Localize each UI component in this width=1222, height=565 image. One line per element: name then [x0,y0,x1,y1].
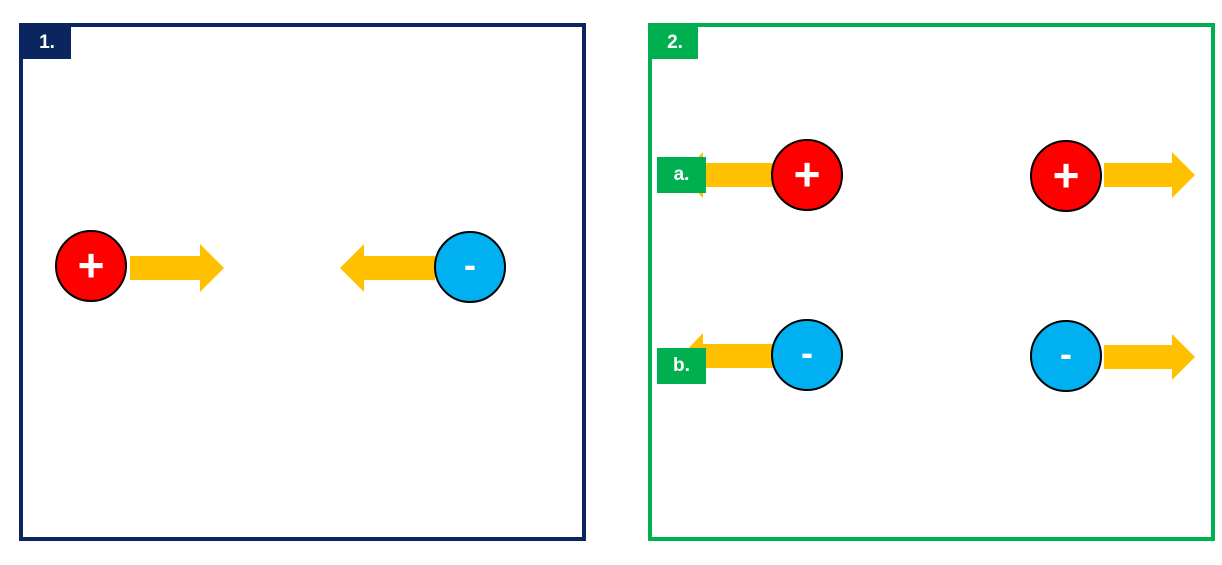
minus-symbol: - [464,244,476,285]
negative-charge: - [434,231,506,303]
panel-2-label: 2. [652,27,698,59]
positive-charge: + [771,139,843,211]
negative-charge: - [771,319,843,391]
plus-symbol: + [793,147,821,200]
positive-charge: + [55,230,127,302]
row-a-label: a. [657,157,706,193]
row-b-label: b. [657,348,706,384]
minus-symbol: - [801,332,813,373]
plus-symbol: + [1052,148,1080,201]
panel-1-label: 1. [23,27,71,59]
right-arrow-icon [130,244,224,292]
positive-charge: + [1030,140,1102,212]
right-arrow-icon [1104,334,1195,380]
left-arrow-icon [340,244,435,292]
negative-charge: - [1030,320,1102,392]
right-arrow-icon [1104,152,1195,198]
plus-symbol: + [77,238,105,291]
panel-2: 2. [648,23,1215,541]
minus-symbol: - [1060,333,1072,374]
